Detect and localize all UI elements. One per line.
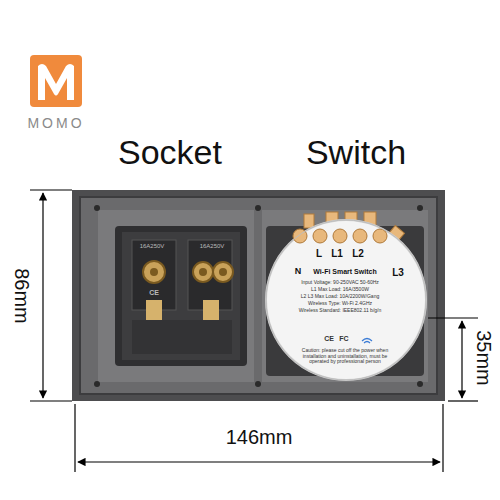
cert-mark: CE	[324, 335, 334, 343]
wall-plate	[72, 190, 445, 401]
terminal-name: N	[295, 267, 302, 277]
dimension: 146mm	[226, 426, 293, 448]
terminal-name: L1	[331, 248, 343, 259]
spec-line: Input Voltage: 90-250VAC 50-60Hz	[301, 280, 379, 286]
brand-logo	[30, 55, 82, 107]
switch-module	[266, 212, 426, 380]
product-name: Wi-Fi Smart Switch	[313, 268, 376, 276]
spec-line: L1 Max Load: 16A/3500W	[311, 287, 369, 293]
terminal-name: L3	[392, 267, 404, 278]
rating-mark: 16A250V	[140, 243, 165, 250]
brand-name: MOMO	[27, 116, 84, 131]
spec-line: Wireless Standard: IEEE802.11 b/g/n	[299, 308, 381, 314]
cert-mark: CE	[149, 289, 159, 297]
caution-note: Caution: please cut off the power when i…	[293, 348, 397, 365]
dimension-lines	[30, 190, 478, 472]
spec-line: L2 L3 Max Load: 10A/2200W/Gang	[301, 294, 379, 300]
socket-module	[115, 226, 247, 366]
cert-mark: FC	[339, 335, 348, 343]
terminal-name: L	[316, 248, 322, 259]
rating-mark: 16A250V	[200, 243, 225, 250]
wifi-icon	[362, 339, 372, 344]
dimension: 35mm	[473, 330, 495, 386]
part-heading: Socket	[118, 134, 222, 171]
part-heading: Switch	[306, 134, 406, 171]
spec-line: Wireless Type: Wi-Fi 2.4GHz	[308, 301, 372, 307]
dimension: 86mm	[11, 268, 33, 324]
terminal-name: L2	[352, 248, 364, 259]
